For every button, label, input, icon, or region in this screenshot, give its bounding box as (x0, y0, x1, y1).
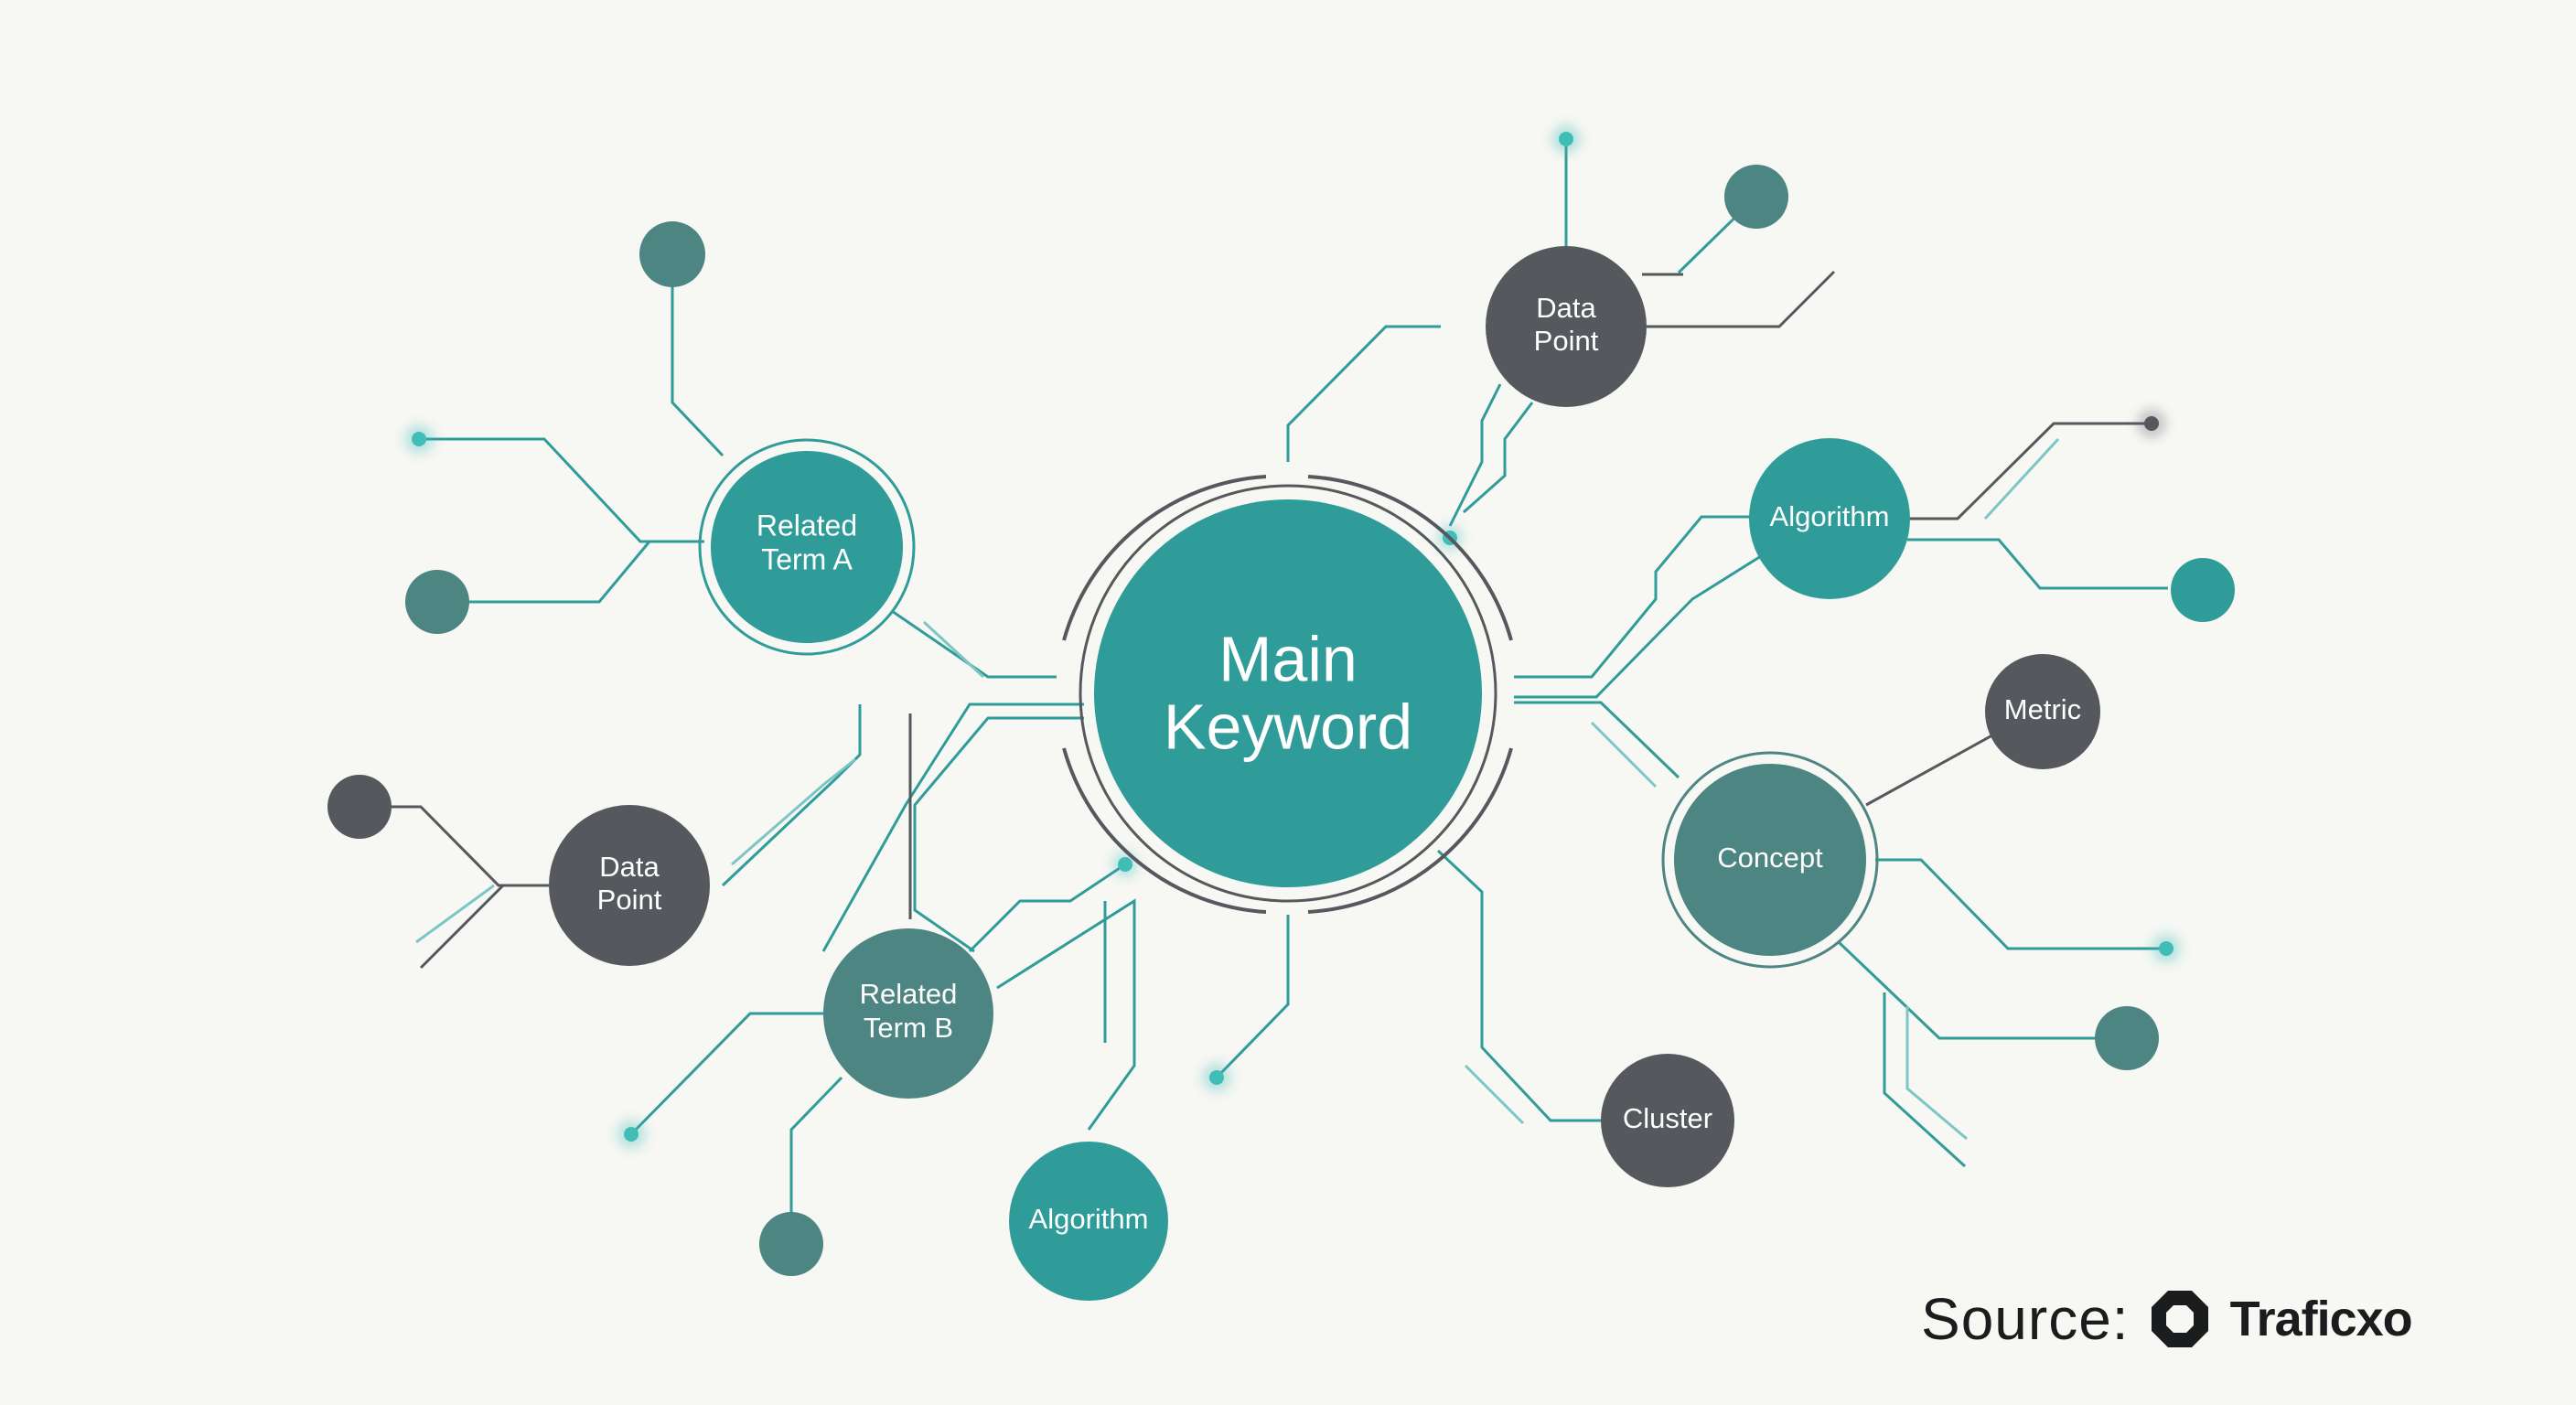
glow-dot (617, 1120, 646, 1149)
node-circle (1985, 654, 2100, 769)
connector (419, 437, 704, 543)
connector (922, 620, 985, 679)
connector (457, 541, 651, 604)
central-label-line1: Main (1218, 623, 1358, 694)
node-label: Cluster (1623, 1102, 1712, 1134)
node-circle (1674, 764, 1866, 956)
glow-dot (1202, 1063, 1231, 1092)
node-circle (1749, 438, 1910, 599)
connector (1865, 730, 2000, 807)
leaf-nodes (327, 165, 2235, 1276)
node-label: Metric (2004, 693, 2081, 725)
node-data-point-top: Data Point (1486, 246, 1647, 407)
source-label: Source: (1921, 1286, 2130, 1352)
node-circle (711, 451, 903, 643)
connector (1907, 422, 2152, 520)
leaf-node (2095, 1006, 2159, 1070)
central-node: Main Keyword (1062, 475, 1513, 914)
node-label: Algorithm (1770, 500, 1890, 532)
glow-dot (1551, 124, 1581, 154)
connector (1514, 515, 1755, 679)
leaf-node (1724, 165, 1788, 229)
glow-dot (1112, 852, 1138, 877)
node-label-line1: Related (757, 509, 857, 542)
central-ring-arc (1062, 475, 1267, 641)
connector-lines (361, 139, 2168, 1244)
connector (1463, 402, 1534, 514)
source-attribution: Source: Traficxo (1921, 1285, 2413, 1353)
node-label-line2: Point (597, 884, 662, 916)
node-algorithm-right: Algorithm (1749, 438, 1910, 599)
connector (361, 805, 549, 887)
leaf-node (639, 221, 705, 287)
connector (1514, 701, 1680, 779)
node-label-line1: Data (599, 851, 660, 883)
connector (721, 704, 862, 887)
node-circle (823, 928, 993, 1099)
node-label-line1: Related (860, 978, 958, 1010)
central-ring-arc (1307, 475, 1513, 641)
glow-dot (404, 424, 434, 454)
connector (1448, 383, 1502, 527)
connector (731, 757, 856, 866)
central-ring-arc (1307, 747, 1513, 914)
connector (968, 863, 1126, 953)
connector (821, 702, 1084, 952)
node-label: Algorithm (1029, 1203, 1149, 1235)
central-inner-ring (1079, 484, 1497, 903)
node-label-line2: Point (1534, 325, 1599, 357)
node-label: Concept (1717, 842, 1823, 874)
central-label-line2: Keyword (1164, 691, 1412, 762)
node-algorithm-bottom: Algorithm (1009, 1142, 1168, 1301)
connector (1837, 940, 2095, 1040)
connector (629, 1012, 828, 1136)
connector (789, 1076, 843, 1244)
connector (1907, 538, 2168, 590)
connector (1590, 721, 1658, 788)
node-ring (698, 438, 916, 656)
connector (1464, 1064, 1525, 1125)
node-cluster: Cluster (1601, 1054, 1734, 1187)
connector (1647, 270, 1836, 328)
node-label-line1: Data (1536, 292, 1596, 324)
connector (891, 609, 1057, 679)
node-circle (1486, 246, 1647, 407)
node-ring (1661, 751, 1879, 969)
glow-dot (2152, 934, 2181, 963)
connector (671, 261, 724, 457)
connector (1436, 849, 1603, 1122)
connector (996, 898, 1136, 1131)
glow-dot (2137, 409, 2166, 438)
node-data-point-left: Data Point (549, 805, 710, 966)
node-label-line2: Term A (761, 542, 853, 575)
brand-name: Traficxo (2229, 1292, 2413, 1346)
connector (1883, 992, 1967, 1168)
node-concept: Concept (1661, 751, 1879, 969)
node-metric: Metric (1985, 654, 2100, 769)
connector (1983, 437, 2060, 520)
connector (419, 884, 549, 970)
central-ring-arc (1062, 747, 1267, 914)
leaf-node (2171, 558, 2235, 622)
connector (1875, 858, 2166, 950)
connector (1286, 325, 1441, 462)
central-circle (1094, 499, 1482, 887)
connector (415, 884, 495, 944)
leaf-node (405, 570, 469, 634)
node-related-term-b: Related Term B (823, 928, 993, 1099)
connector (913, 716, 1084, 953)
node-circle (1009, 1142, 1168, 1301)
node-label-line2: Term B (864, 1012, 953, 1044)
connector (1905, 1006, 1968, 1141)
node-circle (549, 805, 710, 966)
octagon-ring-icon (2151, 1291, 2208, 1347)
node-related-term-a: Related Term A (698, 438, 916, 656)
connector (1215, 915, 1290, 1079)
leaf-node (327, 775, 392, 839)
node-circle (1601, 1054, 1734, 1187)
leaf-node (759, 1212, 823, 1276)
